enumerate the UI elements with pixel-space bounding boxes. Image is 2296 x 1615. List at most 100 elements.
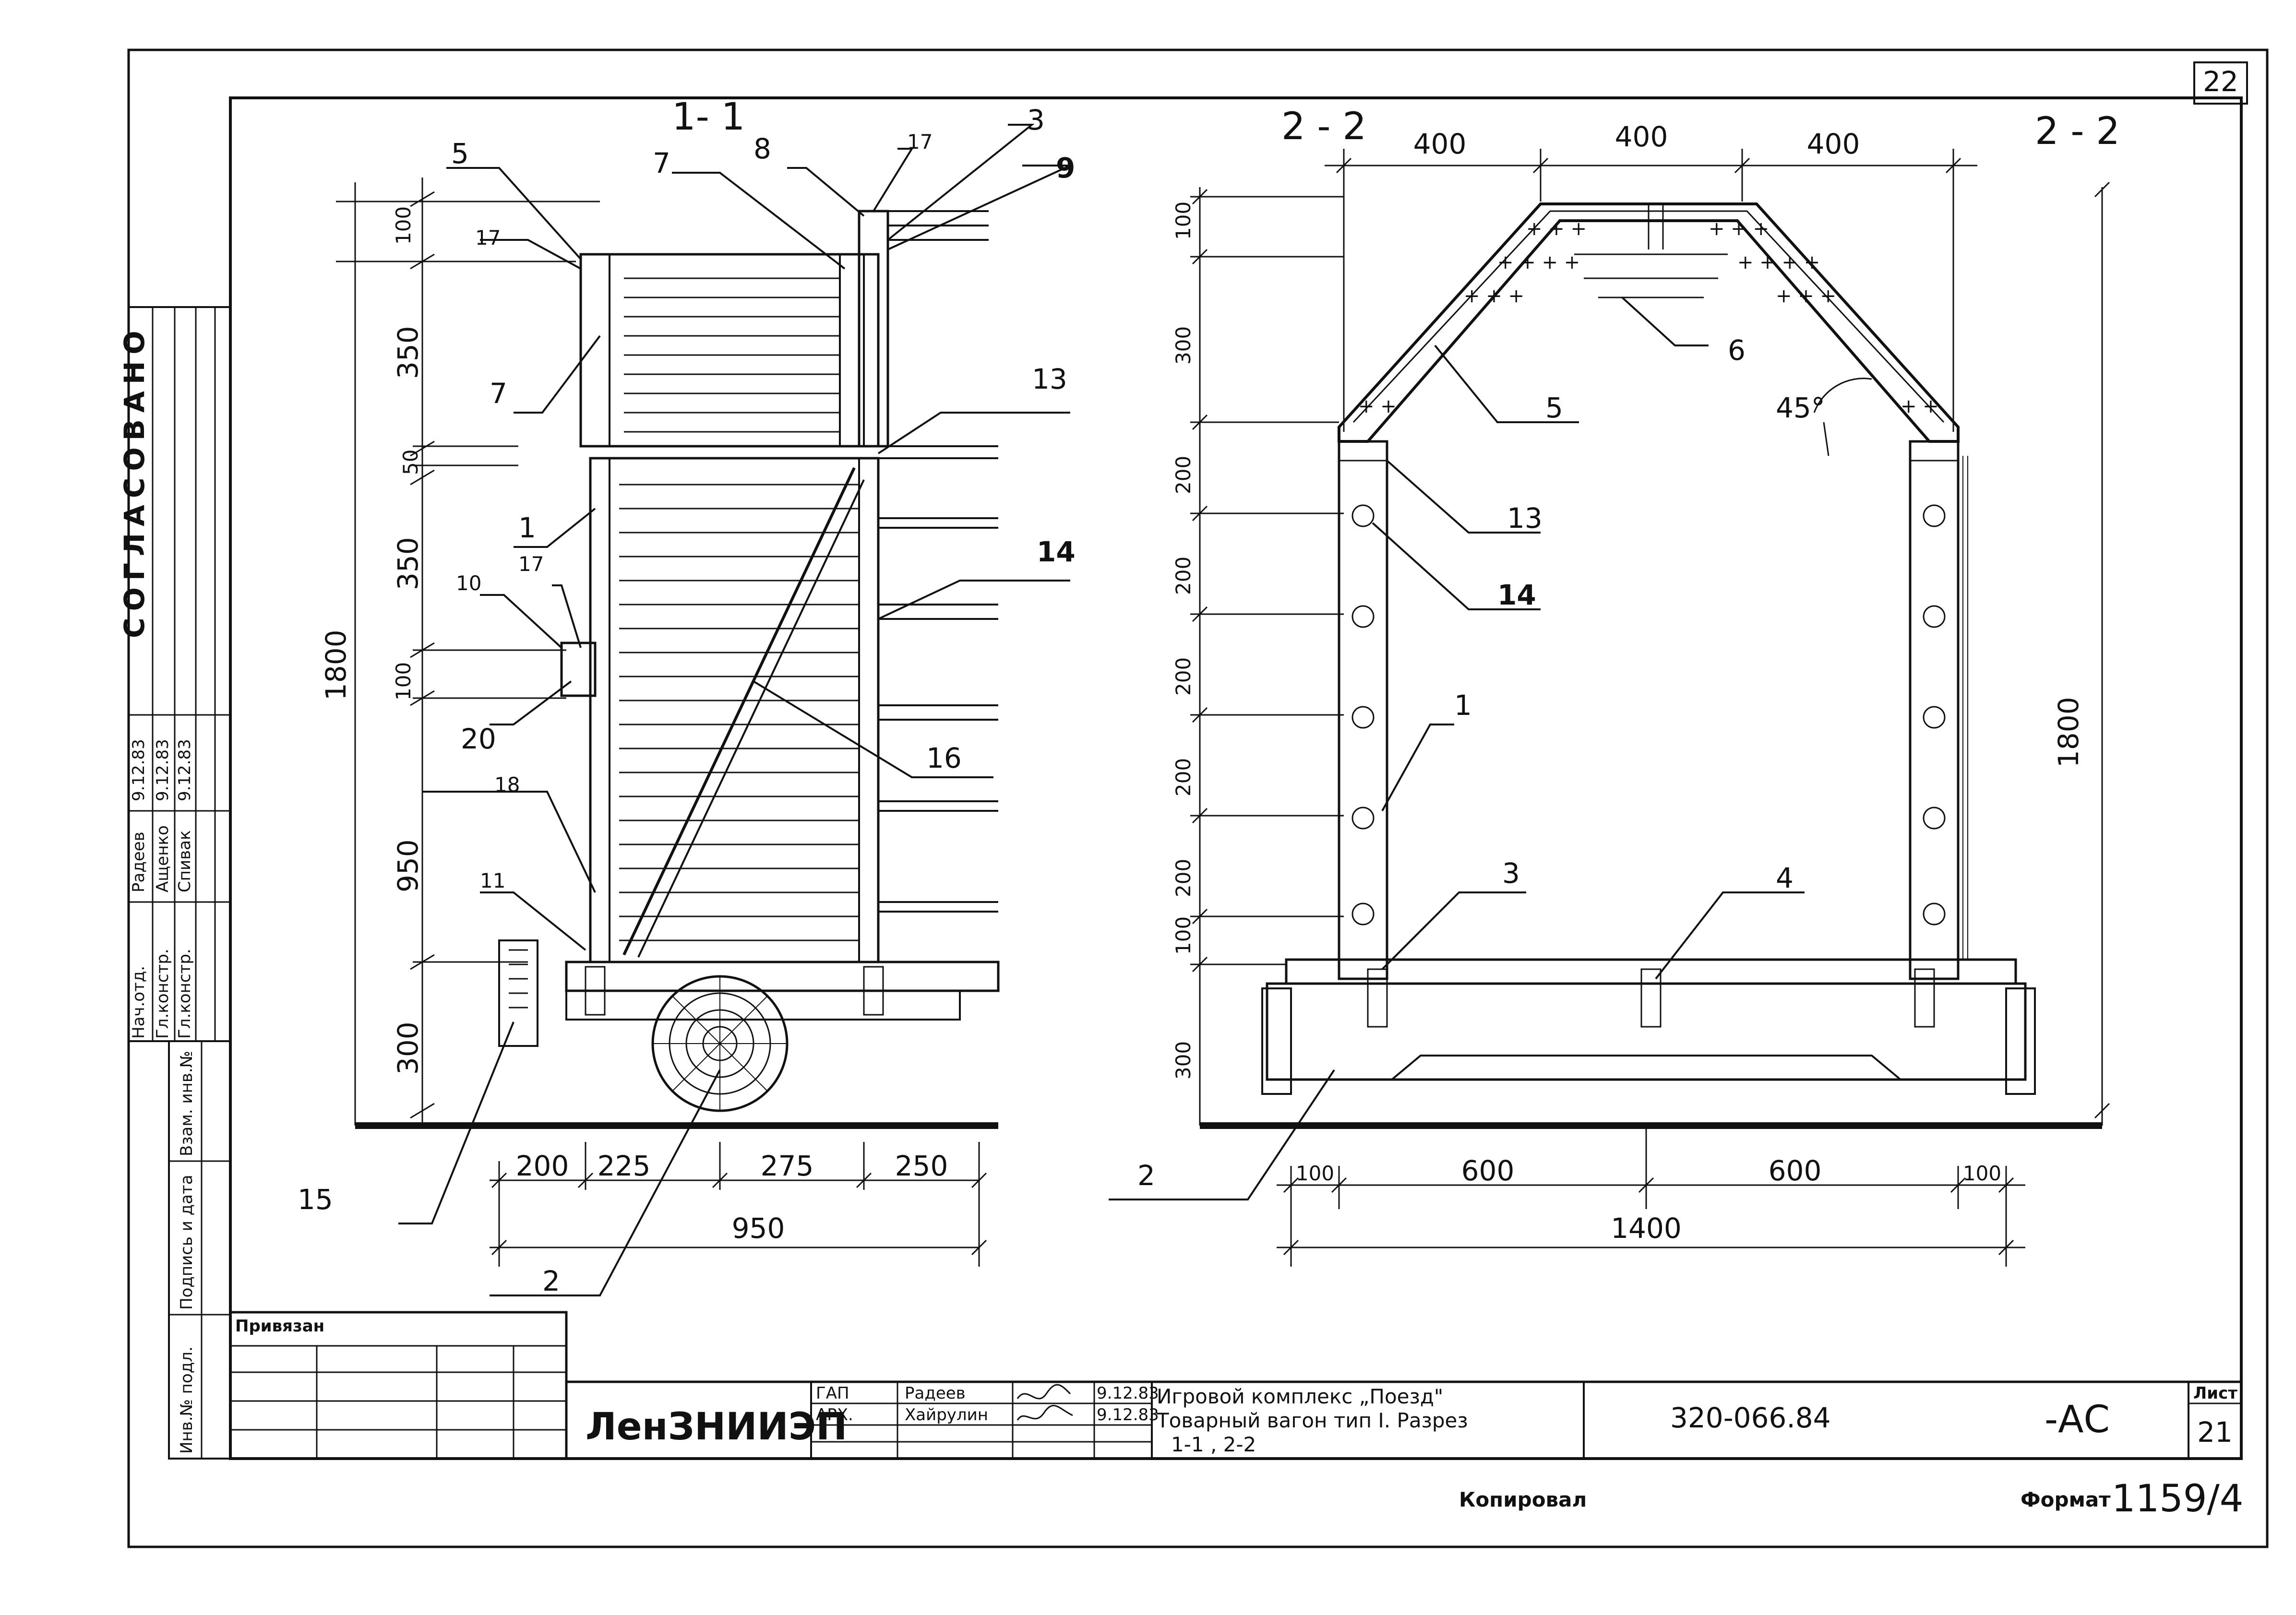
s11-dim-100-top: 100 [392,206,415,245]
svg-text:+ +: + + [1358,395,1397,417]
s22-callout-14: 14 [1497,579,1536,611]
signature-gap [1016,1384,1071,1400]
s22-callout-13: 13 [1507,502,1543,534]
s22-bdim-600-right: 600 [1769,1154,1822,1187]
approval-stamp: СОГЛАСОВАНО [118,324,151,638]
svg-text:+ + + +: + + + + [1737,251,1820,273]
approval-row-2-name: Ащенко [153,825,172,892]
s11-overall-height: 1800 [320,629,352,701]
left-stamp-cells: Инв.№ подл. Подпись и дата Взам. инв.№ [168,1040,231,1460]
s11-callout-7: 7 [490,377,507,410]
drawing-mark: -АС [2045,1398,2110,1441]
s11-overall-width: 950 [732,1212,785,1245]
sheet-value: 21 [2197,1416,2233,1449]
approval-row-2-role: Гл.констр. [153,949,172,1039]
approval-row-1-name: Радеев [129,831,148,892]
stamp-inv-podl: Инв.№ подл. [177,1346,196,1454]
date-arch: 9.12.83 [1097,1405,1159,1425]
s11-callout-17-mid: 17 [518,552,544,576]
s22-callout-4: 4 [1776,862,1794,894]
section-2-2-label-right: 2 - 2 [2035,110,2120,153]
s22-vdim-100-bot: 100 [1172,916,1195,955]
s22-vdim-200-4: 200 [1172,758,1195,796]
sheet-label: Лист [2193,1384,2237,1403]
s22-top-dim-2: 400 [1615,120,1668,153]
title-block: Привязан ЛенЗНИИЭП ГАП АРХ. Радеев Хайру… [229,1311,2243,1460]
section-1-1-label: 1- 1 [672,95,745,139]
s22-bdim-600-left: 600 [1461,1154,1515,1187]
s11-hdim-250: 250 [895,1150,948,1182]
approval-row-1-role: Нач.отд. [129,966,148,1039]
role-gap: ГАП [816,1384,849,1403]
inner-frame [229,96,2243,1460]
svg-text:+ + +: + + + [1464,285,1524,307]
s22-bdim-100-left: 100 [1296,1162,1334,1185]
drawing-title-line3: 1-1 , 2-2 [1171,1433,1256,1456]
approval-row-3-name: Спивак [175,831,194,892]
s11-callout-18: 18 [494,773,520,796]
bound-label: Привязан [235,1317,324,1336]
s11-callout-3: 3 [1027,104,1045,136]
s11-dim-950: 950 [392,839,424,892]
copied-label: Копировал [1459,1488,1587,1511]
signature-arch [1016,1404,1073,1421]
s22-callout-1: 1 [1454,689,1472,722]
approval-strip: СОГЛАСОВАНО Нач.отд. Радеев 9.12.83 Гл.к… [118,306,231,1042]
svg-text:+ + +: + + + [1526,218,1587,240]
s11-callout-15: 15 [298,1183,333,1216]
s11-callout-20: 20 [461,723,496,755]
organization-name: ЛенЗНИИЭП [586,1405,847,1449]
s22-vdim-200-5: 200 [1172,859,1195,897]
section-2-2-label-left: 2 - 2 [1281,105,1366,148]
s11-callout-8: 8 [753,132,771,165]
approval-row-2-date: 9.12.83 [153,739,172,801]
s22-vdim-300-bot: 300 [1172,1041,1195,1080]
stamp-signature-date: Подпись и дата [177,1175,196,1310]
section-1-1: 1- 1 1800 100 350 50 350 100 950 300 [298,95,1076,1297]
s22-callout-5: 5 [1545,392,1563,424]
svg-text:+ + +: + + + [1776,285,1836,307]
sheet-number-box [2193,61,2248,105]
s11-callout-7-top: 7 [653,147,670,179]
approval-row-3-role: Гл.констр. [175,949,194,1039]
s22-callout-3: 3 [1502,857,1520,890]
s11-callout-5: 5 [451,137,469,170]
s22-vdim-200-2: 200 [1172,557,1195,595]
s11-callout-13: 13 [1032,363,1067,395]
s11-callout-2: 2 [542,1265,560,1297]
section-2-2: 2 - 2 2 - 2 400 400 400 + + + + + + + + … [1109,105,2120,1267]
s11-callout-10: 10 [456,571,481,595]
s22-bdim-100-right: 100 [1963,1162,2001,1185]
s11-hdim-275: 275 [761,1150,814,1182]
s11-dim-100-mid: 100 [392,662,415,701]
svg-text:+ + +: + + + [1709,218,1769,240]
s11-callout-16: 16 [926,742,962,774]
s11-callout-11: 11 [480,869,505,892]
sheet-number: 22 [2203,65,2238,98]
s11-dim-50: 50 [399,450,422,475]
format-value: 1159/4 [2112,1477,2243,1520]
s22-vdim-300-top: 300 [1172,326,1195,365]
s11-callout-14: 14 [1037,535,1076,568]
s11-hdim-200: 200 [516,1150,569,1182]
project-code: 320-066.84 [1670,1401,1831,1434]
s22-top-dim-3: 400 [1807,128,1860,160]
name-gap: Радеев [905,1384,966,1403]
approval-row-3-date: 9.12.83 [175,739,194,801]
s22-vdim-200-3: 200 [1172,657,1195,696]
s11-callout-17-top: 17 [907,130,933,154]
s11-hdim-225: 225 [598,1150,651,1182]
s22-top-dim-1: 400 [1413,128,1467,160]
outer-frame [127,48,2269,1548]
s11-callout-17-left: 17 [475,226,501,249]
s22-overall-width: 1400 [1611,1212,1682,1245]
s11-dim-300: 300 [392,1021,424,1075]
s22-overall-height: 1800 [2052,697,2085,768]
drawing-title-line1: Игровой комплекс „Поезд" [1157,1385,1443,1408]
s22-callout-6: 6 [1728,334,1746,367]
s22-callout-2: 2 [1137,1159,1155,1192]
s22-vdim-200-1: 200 [1172,456,1195,494]
svg-text:+ +: + + [1901,395,1939,417]
date-gap: 9.12.83 [1097,1384,1159,1403]
